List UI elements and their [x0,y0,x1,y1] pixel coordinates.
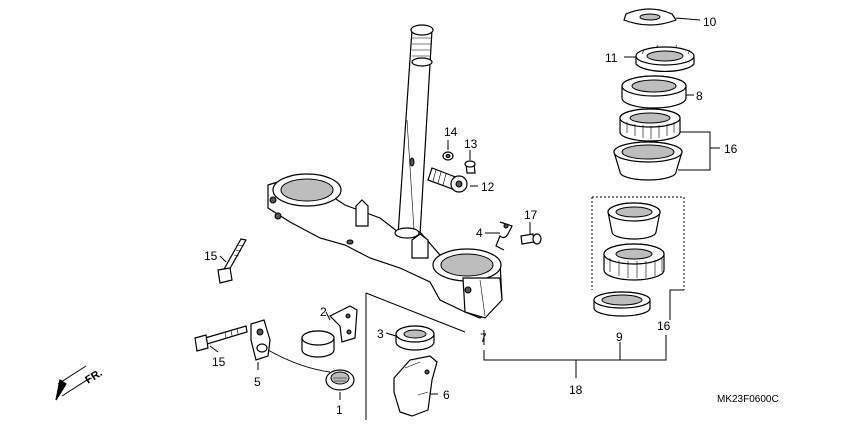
callout-3: 3 [377,327,384,341]
callout-4: 4 [476,226,483,240]
bracket-16-lower [669,289,684,320]
bearing-upper-16 [619,108,681,142]
callout-14: 14 [444,125,458,139]
callout-15-lower: 15 [212,355,226,369]
nut-11 [635,44,695,73]
bearing-lower-16 [603,243,665,281]
front-direction-arrow: FR. [55,365,105,401]
callout-15-upper: 15 [204,249,218,263]
figure-code: MK23F0600C [717,394,779,405]
callout-2: 2 [320,305,327,319]
cable [267,349,331,373]
fitting-12 [427,167,468,193]
dust-seal-8 [621,75,687,109]
callout-16-lower: 16 [657,319,671,333]
bolt-13 [464,160,476,174]
lock-washer-10 [623,8,677,26]
callout-10: 10 [703,15,717,29]
callout-13: 13 [464,137,478,151]
bracket-18 [483,335,667,378]
callout-11: 11 [605,51,618,65]
callout-7: 7 [480,331,487,345]
washer-14 [442,151,454,161]
callout-18: 18 [569,383,583,397]
callout-8: 8 [696,89,703,103]
callout-12: 12 [481,180,495,194]
clip-4 [495,221,513,251]
dust-seal-9 [593,291,651,317]
leader-lines [209,17,701,400]
group-box-16 [591,196,685,290]
bracket-16-upper [678,131,720,171]
callout-17: 17 [524,208,538,222]
group-bracket-line [365,292,466,420]
bolt-15-lower [194,325,248,352]
cap-1 [325,369,355,391]
steering-stem [397,24,434,236]
ring-3 [395,325,435,351]
race-upper-16 [613,141,683,181]
bracket-2 [301,305,358,358]
callout-6: 6 [443,388,450,402]
bracket-5 [250,319,271,361]
bolt-15-upper [217,238,247,284]
guide-6 [393,355,438,417]
bolt-17 [520,233,542,245]
front-label: FR. [83,367,104,387]
callout-5: 5 [254,375,261,389]
callout-16-upper: 16 [724,142,738,156]
callout-9: 9 [616,330,623,344]
race-lower-16 [607,202,661,240]
callout-1: 1 [336,403,343,417]
steering-stem-bridge [267,173,503,319]
